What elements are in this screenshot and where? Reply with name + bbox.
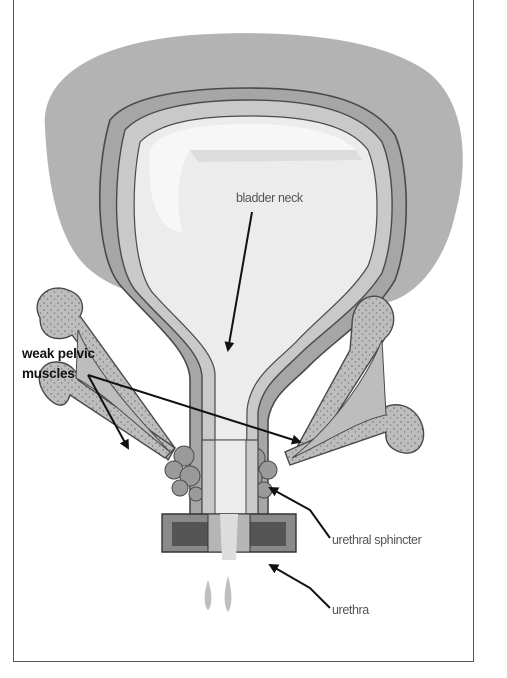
pelvic-floor-base: [162, 514, 296, 560]
label-urethra: urethra: [332, 603, 369, 617]
label-weak-pelvic: weak pelvic: [21, 346, 96, 361]
label-urethral-sphincter: urethral sphincter: [332, 533, 422, 547]
label-bladder-neck: bladder neck: [236, 191, 304, 205]
urethra-pointer: [270, 565, 330, 608]
urethra-lumen: [215, 440, 246, 520]
label-muscles: muscles: [22, 366, 75, 381]
interior-highlight-edge: [190, 150, 362, 162]
urine-drips: [205, 576, 232, 612]
